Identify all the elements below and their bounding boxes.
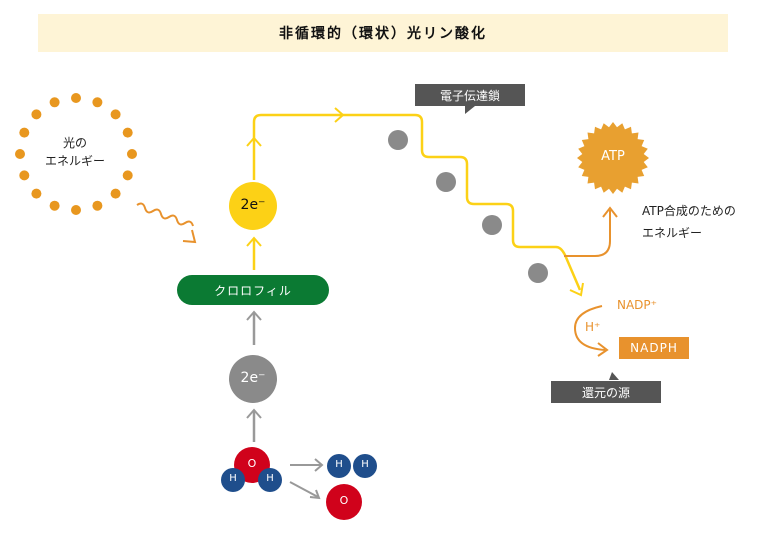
electron-ground-circle xyxy=(229,355,277,403)
light-dot xyxy=(31,109,42,120)
water-h-right-label: H xyxy=(266,473,274,484)
chlorophyll-pill: クロロフィル xyxy=(177,275,329,305)
carrier-dot xyxy=(482,215,502,235)
product-o-label: O xyxy=(339,494,349,507)
light-energy-label: 光の エネルギー xyxy=(44,136,105,168)
water-hydrogen-left xyxy=(221,468,245,492)
light-dot xyxy=(71,93,81,103)
light-dot xyxy=(127,149,137,159)
electron-transport-path xyxy=(252,113,582,291)
light-dot xyxy=(110,109,121,120)
product-oxygen xyxy=(326,484,362,520)
water-hydrogen-right xyxy=(258,468,282,492)
nadp-plus-label: NADP⁺ xyxy=(617,298,657,312)
light-dot xyxy=(92,200,103,211)
light-dot xyxy=(92,97,103,108)
arrow-to-atp xyxy=(564,210,611,257)
product-h2-label: H xyxy=(361,459,369,470)
light-dot xyxy=(31,188,42,199)
light-dot xyxy=(49,97,60,108)
product-hydrogen-1 xyxy=(327,454,351,478)
light-dot xyxy=(49,200,60,211)
atp-caption: ATP合成のための エネルギー xyxy=(642,204,736,240)
electron-excited-label: 2e⁻ xyxy=(240,197,266,213)
light-dot xyxy=(15,149,25,159)
nadph-label: NADPH xyxy=(630,341,678,355)
electron-ground-label: 2e⁻ xyxy=(240,370,266,386)
water-h-left-label: H xyxy=(229,473,237,484)
atp-starburst xyxy=(577,122,649,194)
chlorophyll-label: クロロフィル xyxy=(214,283,292,298)
light-dot xyxy=(122,170,133,181)
light-dot xyxy=(110,188,121,199)
atp-label: ATP xyxy=(601,149,625,164)
product-hydrogen-2 xyxy=(353,454,377,478)
carrier-dot xyxy=(388,130,408,150)
reduction-label: 還元の源 xyxy=(581,385,630,400)
nadph-box: NADPH xyxy=(619,337,689,359)
etc-label: 電子伝達鎖 xyxy=(439,88,500,103)
diagram-title: 非循環的（環状）光リン酸化 xyxy=(279,26,487,42)
light-dot xyxy=(71,205,81,215)
etc-callout: 電子伝達鎖 xyxy=(415,84,525,106)
nadp-cycle-arrow xyxy=(573,305,606,351)
carrier-dot xyxy=(436,172,456,192)
light-dot xyxy=(19,127,30,138)
product-h1-label: H xyxy=(335,459,343,470)
reduction-callout: 還元の源 xyxy=(551,381,661,403)
light-dot xyxy=(19,170,30,181)
light-wave-arrowhead xyxy=(182,229,197,244)
light-dot xyxy=(122,127,133,138)
water-o-label: O xyxy=(247,457,257,470)
h-plus-label: H⁺ xyxy=(585,320,601,334)
carrier-dot xyxy=(528,263,548,283)
title-bar: 非循環的（環状）光リン酸化 xyxy=(38,14,728,52)
light-wave-arrow xyxy=(136,202,194,227)
light-energy-dots xyxy=(15,93,137,215)
electron-excited-circle xyxy=(229,182,277,230)
